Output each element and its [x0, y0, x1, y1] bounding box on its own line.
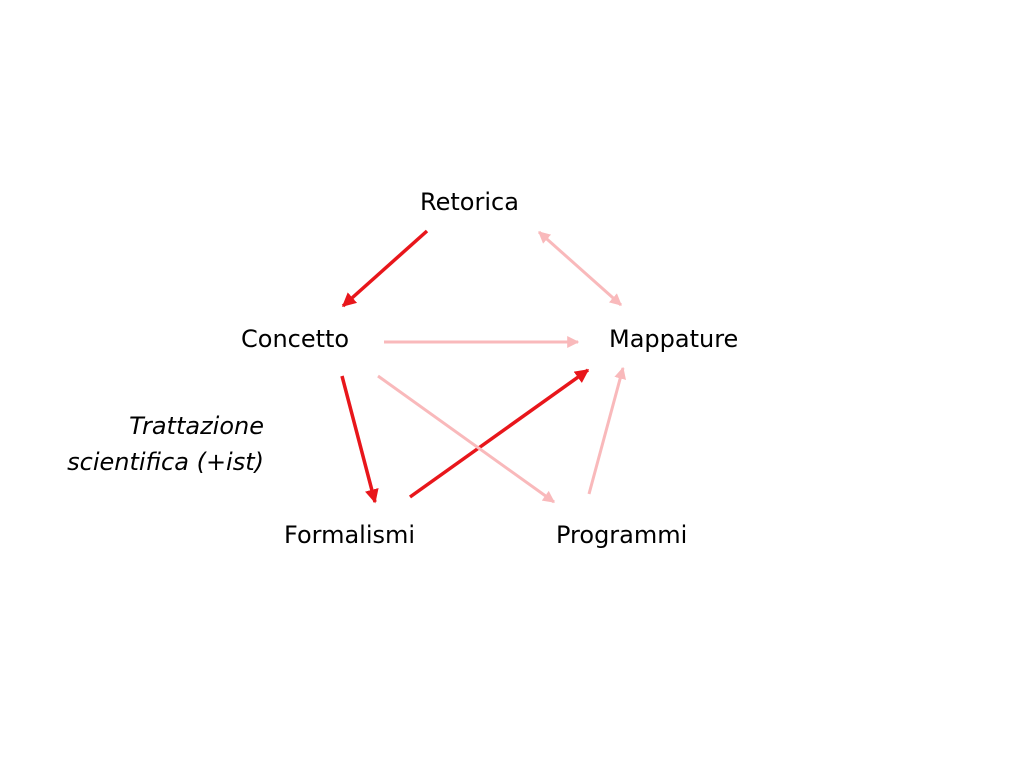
arrow-retorica-to-concetto [341, 229, 429, 308]
trattazione-note: Trattazione scientifica (+ist) [20, 408, 264, 480]
arrow-formalismi-to-mappature [408, 368, 590, 499]
node-mappature: Mappature [609, 325, 739, 353]
arrow-retorica-to-mappature [538, 230, 622, 307]
arrow-programmi-to-mappature [587, 366, 626, 495]
node-retorica: Retorica [420, 188, 519, 216]
node-formalismi: Formalismi [284, 521, 416, 549]
note-line-2: scientifica (+ist) [67, 448, 264, 476]
arrow-concetto-to-programmi [377, 374, 555, 504]
note-line-1: Trattazione [129, 412, 264, 440]
node-programmi: Programmi [556, 521, 688, 549]
arrow-concetto-to-formalismi [340, 375, 379, 504]
node-concetto: Concetto [241, 325, 350, 353]
